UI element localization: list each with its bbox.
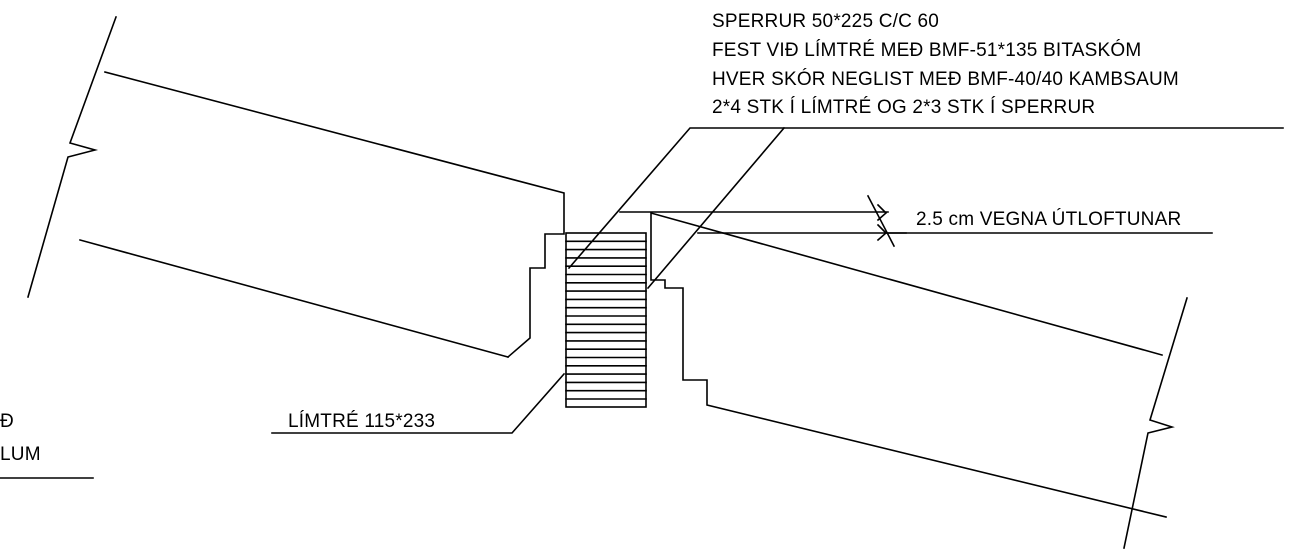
- rafter-spec-line-2: FEST VIÐ LÍMTRÉ MEÐ BMF-51*135 BITASKÓM: [712, 39, 1141, 61]
- glulam-beam-label: LÍMTRÉ 115*233: [288, 411, 435, 432]
- right-rafter: [650, 211, 1167, 518]
- left-rafter: [79, 71, 565, 359]
- right-break-line: [1123, 297, 1188, 549]
- left-break-line: [27, 15, 118, 298]
- rafter-spec-line-3: HVER SKÓR NEGLIST MEÐ BMF-40/40 KAMBSAUM: [712, 68, 1179, 90]
- left-cut-label-line-2: LUM: [0, 444, 41, 465]
- left-cut-label-line-1: Ð: [0, 411, 14, 432]
- beam-label-leader: [271, 372, 566, 434]
- rafter-spec-line-4: 2*4 STK Í LÍMTRÉ OG 2*3 STK Í SPERRUR: [712, 97, 1095, 118]
- ventilation-offset-label: 2.5 cm VEGNA ÚTLOFTUNAR: [916, 208, 1181, 230]
- rafter-spec-leader: [567, 127, 1284, 270]
- rafter-spec-leader-branch: [646, 126, 786, 290]
- ventilation-offset-dimension: [619, 194, 1213, 248]
- glulam-beam: [565, 232, 647, 408]
- rafter-spec-line-1: SPERRUR 50*225 C/C 60: [712, 11, 939, 32]
